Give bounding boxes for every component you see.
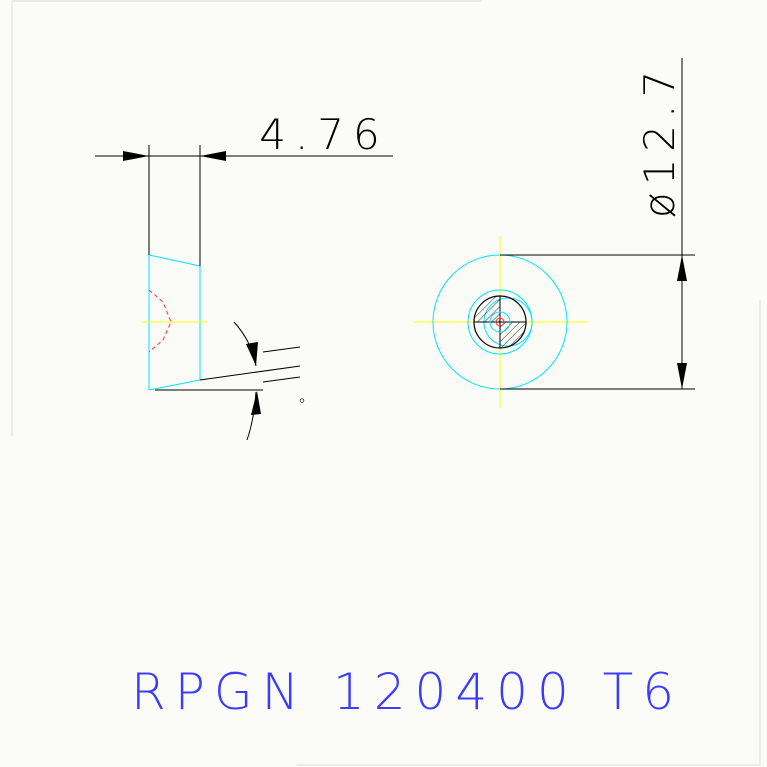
thickness-arrow-right — [200, 151, 226, 161]
drawing-frame — [11, 0, 761, 766]
thickness-arrow-left — [123, 151, 149, 161]
diameter-arrow-top — [677, 255, 687, 281]
clearance-angle-dimension — [155, 321, 301, 441]
diameter-dimension — [500, 58, 695, 390]
diameter-dimension-label: ø12.7 — [635, 64, 684, 218]
front-view: ø12.7 — [414, 58, 695, 408]
thickness-dimension — [95, 145, 393, 266]
thickness-dimension-label: 4.76 — [259, 110, 389, 159]
angle-arrow-upper — [246, 342, 258, 366]
side-view: 4.76 ° — [95, 110, 393, 441]
diameter-arrow-bottom — [677, 363, 687, 389]
angle-arrow-lower — [251, 391, 261, 415]
angle-degree-label: ° — [298, 395, 306, 414]
part-code-label: RPGN 120400 T6 — [131, 663, 683, 721]
insert-hole — [473, 295, 527, 349]
side-view-hidden-hole — [148, 289, 172, 353]
